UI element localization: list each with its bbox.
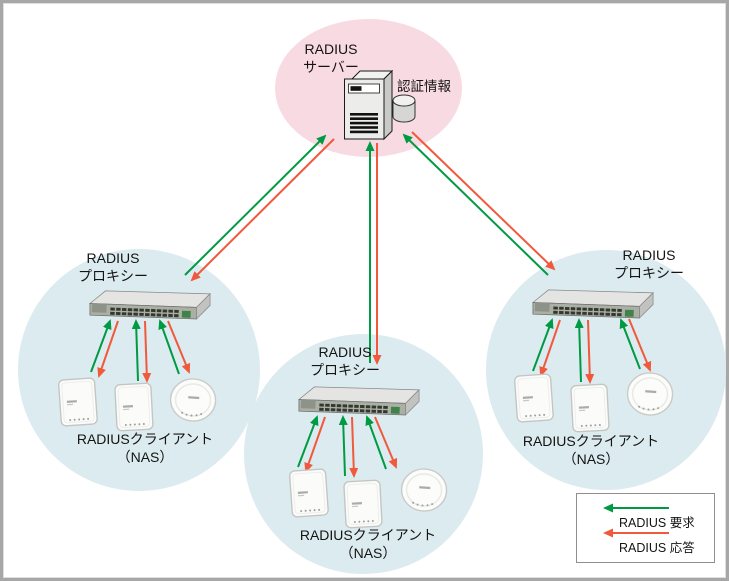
proxy-label-right: RADIUS プロキシー (614, 247, 684, 282)
radius-server-label: RADIUS サーバー (303, 41, 359, 76)
wireless-ap-square-icon (288, 468, 329, 521)
legend-request-row: RADIUS 要求 (577, 500, 714, 530)
auth-info-label: 認証情報 (397, 79, 451, 94)
wireless-ap-square-icon (570, 383, 611, 435)
wireless-ap-square-icon (343, 479, 384, 531)
request-arrow-right-proxy-to-server (402, 133, 549, 276)
wireless-ap-round-icon (398, 465, 449, 516)
response-arrow-server-to-right-proxy (411, 131, 556, 271)
network-switch-icon (297, 381, 421, 418)
proxy-zone-center (244, 334, 483, 574)
response-arrow-server-to-left-proxy (190, 138, 335, 282)
request-arrow-left-proxy-to-server (184, 134, 327, 276)
server-tower-icon (344, 70, 393, 141)
proxy-zone-left (18, 249, 260, 491)
wireless-ap-square-icon (57, 377, 98, 430)
legend-box: RADIUS 要求 RADIUS 応答 (576, 493, 715, 563)
proxy-label-center: RADIUS プロキシー (310, 344, 380, 379)
request-arrow-icon (603, 503, 669, 513)
network-switch-icon (531, 284, 655, 321)
response-arrow-icon (603, 528, 669, 538)
wireless-ap-round-icon (167, 375, 218, 426)
client-label-right: RADIUSクライアント （NAS） (522, 433, 660, 468)
proxy-zone-right (486, 250, 726, 490)
client-label-center: RADIUSクライアント （NAS） (299, 527, 437, 562)
wireless-ap-square-icon (114, 382, 155, 434)
wireless-ap-round-icon (624, 369, 675, 420)
legend-response-row: RADIUS 応答 (577, 525, 714, 555)
database-cylinder-icon (392, 94, 416, 123)
proxy-label-left: RADIUS プロキシー (78, 250, 148, 285)
legend-request-label: RADIUS 要求 (619, 516, 695, 530)
network-switch-icon (88, 285, 212, 322)
wireless-ap-square-icon (513, 373, 554, 426)
client-label-left: RADIUSクライアント （NAS） (76, 431, 214, 466)
legend-response-label: RADIUS 応答 (619, 541, 695, 555)
